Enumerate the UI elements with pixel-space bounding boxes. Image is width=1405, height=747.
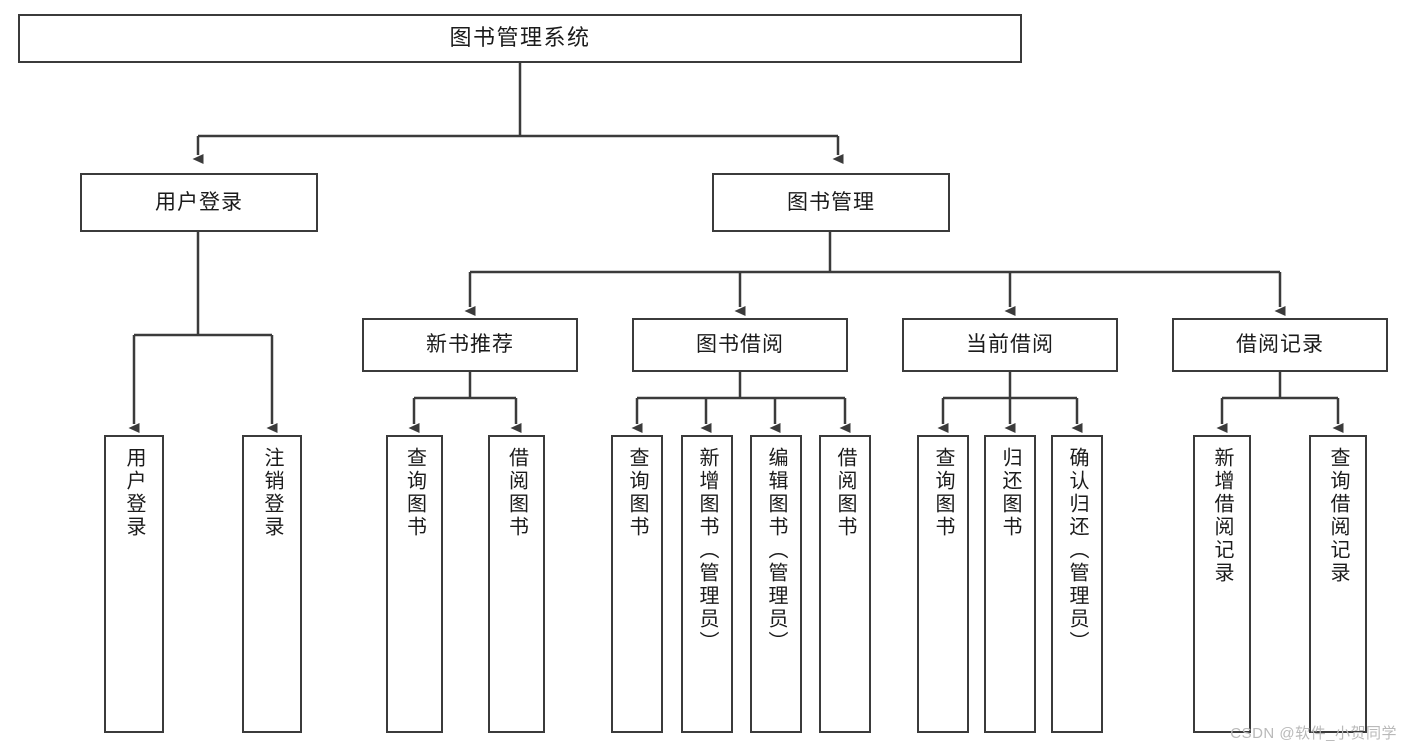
leaf-edit-book-admin[interactable]: 编辑图书（管理员） bbox=[750, 435, 802, 733]
node-label: 新增借阅记录 bbox=[1211, 447, 1233, 585]
node-borrow-record[interactable]: 借阅记录 bbox=[1172, 318, 1388, 372]
node-label: 确认归还（管理员） bbox=[1066, 447, 1088, 654]
node-label: 用户登录 bbox=[155, 190, 243, 214]
leaf-return-book[interactable]: 归还图书 bbox=[984, 435, 1036, 733]
node-label: 借阅图书 bbox=[505, 447, 528, 539]
leaf-add-book-admin[interactable]: 新增图书（管理员） bbox=[681, 435, 733, 733]
node-root-book-management-system[interactable]: 图书管理系统 bbox=[18, 14, 1022, 63]
leaf-logout-login[interactable]: 注销登录 bbox=[242, 435, 302, 733]
leaf-borrow-book-recommend[interactable]: 借阅图书 bbox=[488, 435, 545, 733]
leaf-query-book-borrow[interactable]: 查询图书 bbox=[611, 435, 663, 733]
leaf-query-book-current[interactable]: 查询图书 bbox=[917, 435, 969, 733]
csdn-watermark: CSDN @软件_小贺同学 bbox=[1230, 725, 1397, 742]
node-label: 查询图书 bbox=[403, 447, 426, 539]
node-label: 归还图书 bbox=[999, 447, 1021, 539]
node-label: 借阅图书 bbox=[834, 447, 856, 539]
node-label: 图书借阅 bbox=[696, 333, 784, 357]
leaf-user-login[interactable]: 用户登录 bbox=[104, 435, 164, 733]
node-label: 查询图书 bbox=[626, 447, 648, 539]
leaf-borrow-book[interactable]: 借阅图书 bbox=[819, 435, 871, 733]
node-new-book-recommend[interactable]: 新书推荐 bbox=[362, 318, 578, 372]
node-current-borrow[interactable]: 当前借阅 bbox=[902, 318, 1118, 372]
node-label: 新书推荐 bbox=[426, 333, 514, 357]
node-label: 用户登录 bbox=[123, 447, 145, 539]
node-label: 查询借阅记录 bbox=[1327, 447, 1349, 585]
node-label: 新增图书（管理员） bbox=[696, 447, 718, 654]
node-label: 注销登录 bbox=[261, 447, 283, 539]
node-label: 图书管理系统 bbox=[449, 25, 591, 51]
leaf-confirm-return-admin[interactable]: 确认归还（管理员） bbox=[1051, 435, 1103, 733]
node-book-management[interactable]: 图书管理 bbox=[712, 173, 950, 232]
node-label: 编辑图书（管理员） bbox=[765, 447, 787, 654]
leaf-add-borrow-record[interactable]: 新增借阅记录 bbox=[1193, 435, 1251, 733]
node-user-login[interactable]: 用户登录 bbox=[80, 173, 318, 232]
node-label: 当前借阅 bbox=[966, 333, 1054, 357]
node-book-borrow[interactable]: 图书借阅 bbox=[632, 318, 848, 372]
node-label: 借阅记录 bbox=[1236, 333, 1324, 357]
node-label: 图书管理 bbox=[787, 190, 875, 214]
leaf-query-book-recommend[interactable]: 查询图书 bbox=[386, 435, 443, 733]
leaf-query-borrow-record[interactable]: 查询借阅记录 bbox=[1309, 435, 1367, 733]
node-label: 查询图书 bbox=[932, 447, 954, 539]
